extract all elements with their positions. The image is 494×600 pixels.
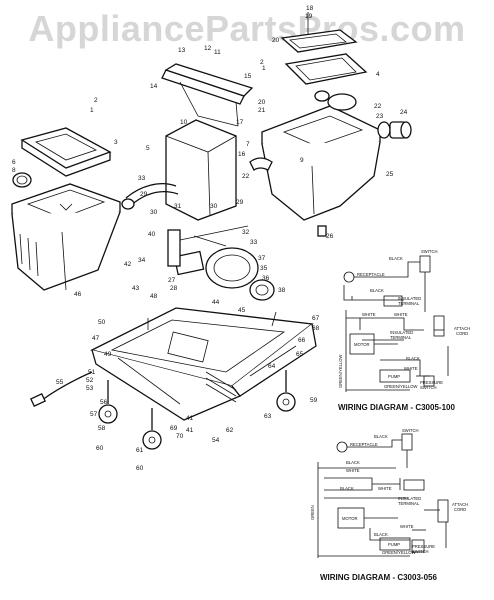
svg-text:42: 42 xyxy=(124,261,132,268)
watermark: AppliancePartsPros.com xyxy=(28,8,466,49)
svg-text:31: 31 xyxy=(174,203,182,210)
svg-text:43: 43 xyxy=(132,285,140,292)
svg-text:4: 4 xyxy=(376,71,380,78)
left-tank xyxy=(11,183,121,291)
svg-text:51: 51 xyxy=(88,369,96,376)
svg-text:66: 66 xyxy=(298,337,306,344)
svg-text:54: 54 xyxy=(212,437,220,444)
svg-text:68: 68 xyxy=(312,325,320,332)
svg-text:41: 41 xyxy=(186,427,194,434)
svg-text:8: 8 xyxy=(12,167,16,174)
svg-text:53: 53 xyxy=(86,385,94,392)
svg-text:20: 20 xyxy=(272,37,280,44)
svg-text:15: 15 xyxy=(244,73,252,80)
svg-text:44: 44 xyxy=(212,299,220,306)
part-labels: 18 19 20 2 1 4 2 1 3 6 8 13 12 11 14 15 … xyxy=(12,5,408,472)
svg-text:47: 47 xyxy=(92,335,100,342)
right-tank xyxy=(261,90,381,237)
bracket-rail xyxy=(161,63,254,127)
svg-text:6: 6 xyxy=(12,159,16,166)
svg-text:16: 16 xyxy=(238,151,246,158)
power-cord xyxy=(30,371,93,408)
svg-text:22: 22 xyxy=(374,103,382,110)
svg-text:9: 9 xyxy=(300,157,304,164)
svg-text:33: 33 xyxy=(250,239,258,246)
caster-wheels xyxy=(98,370,296,450)
svg-text:52: 52 xyxy=(86,377,94,384)
svg-text:64: 64 xyxy=(268,363,276,370)
svg-text:17: 17 xyxy=(236,119,244,126)
svg-text:2: 2 xyxy=(260,59,264,66)
svg-text:21: 21 xyxy=(258,107,266,114)
svg-text:45: 45 xyxy=(238,307,246,314)
svg-text:1: 1 xyxy=(262,65,266,72)
elbow-fitting xyxy=(249,157,273,171)
svg-text:7: 7 xyxy=(246,141,250,148)
svg-text:25: 25 xyxy=(386,171,394,178)
tray xyxy=(20,127,112,177)
svg-text:70: 70 xyxy=(176,433,184,440)
lid-assembly xyxy=(280,12,368,85)
svg-text:46: 46 xyxy=(74,291,82,298)
svg-text:58: 58 xyxy=(98,425,106,432)
svg-text:49: 49 xyxy=(104,351,112,358)
svg-text:28: 28 xyxy=(170,285,178,292)
svg-text:22: 22 xyxy=(242,173,250,180)
svg-text:29: 29 xyxy=(140,191,148,198)
svg-text:36: 36 xyxy=(262,275,270,282)
svg-text:61: 61 xyxy=(136,447,144,454)
svg-text:38: 38 xyxy=(278,287,286,294)
svg-text:32: 32 xyxy=(242,229,250,236)
svg-text:24: 24 xyxy=(400,109,408,116)
svg-text:55: 55 xyxy=(56,379,64,386)
svg-text:23: 23 xyxy=(376,113,384,120)
svg-text:34: 34 xyxy=(138,257,146,264)
svg-text:59: 59 xyxy=(310,397,318,404)
motor-cover xyxy=(165,119,237,221)
svg-text:65: 65 xyxy=(296,351,304,358)
svg-text:20: 20 xyxy=(258,99,266,106)
filter-ring xyxy=(12,172,32,188)
svg-text:11: 11 xyxy=(214,49,221,56)
svg-text:1: 1 xyxy=(90,107,94,114)
svg-text:40: 40 xyxy=(148,231,156,238)
svg-text:33: 33 xyxy=(138,175,146,182)
svg-text:30: 30 xyxy=(150,209,158,216)
svg-text:67: 67 xyxy=(312,315,320,322)
chassis xyxy=(90,307,317,421)
svg-text:48: 48 xyxy=(150,293,158,300)
svg-text:14: 14 xyxy=(150,83,158,90)
svg-text:3: 3 xyxy=(114,139,118,146)
svg-text:26: 26 xyxy=(326,233,334,240)
svg-text:13: 13 xyxy=(178,47,186,54)
svg-text:69: 69 xyxy=(170,425,178,432)
svg-text:18: 18 xyxy=(306,5,314,12)
svg-text:27: 27 xyxy=(168,277,176,284)
svg-text:19: 19 xyxy=(305,13,313,20)
svg-text:60: 60 xyxy=(96,445,104,452)
svg-text:37: 37 xyxy=(258,255,266,262)
drain-fitting xyxy=(377,121,412,139)
svg-text:56: 56 xyxy=(100,399,108,406)
hose xyxy=(121,183,179,210)
svg-text:12: 12 xyxy=(204,45,212,52)
svg-text:60: 60 xyxy=(136,465,144,472)
svg-text:2: 2 xyxy=(94,97,98,104)
pump-motor xyxy=(167,225,275,301)
svg-text:10: 10 xyxy=(180,119,188,126)
svg-text:41: 41 xyxy=(186,415,194,422)
svg-text:35: 35 xyxy=(260,265,268,272)
svg-text:5: 5 xyxy=(146,145,150,152)
svg-text:30: 30 xyxy=(210,203,218,210)
svg-text:62: 62 xyxy=(226,427,234,434)
svg-text:63: 63 xyxy=(264,413,272,420)
svg-text:50: 50 xyxy=(98,319,106,326)
svg-text:29: 29 xyxy=(236,199,244,206)
svg-text:57: 57 xyxy=(90,411,98,418)
